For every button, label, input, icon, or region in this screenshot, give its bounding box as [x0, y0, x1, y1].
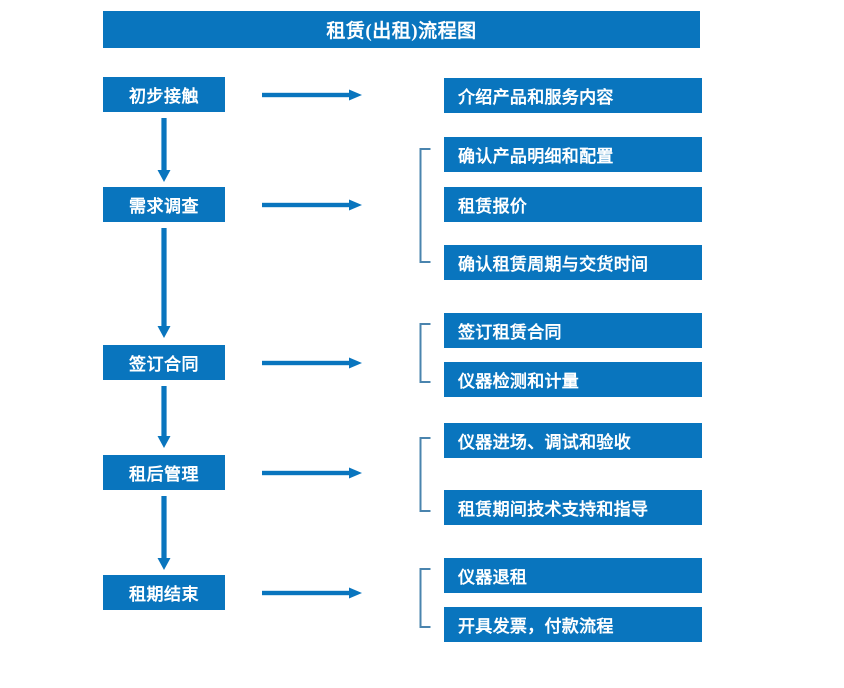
arrow-right-icon [262, 355, 362, 371]
arrow-down-icon [155, 496, 173, 570]
stage-label: 租后管理 [129, 465, 199, 484]
detail-confirm-product-spec[interactable]: 确认产品明细和配置 [444, 137, 702, 172]
stage-demand-survey[interactable]: 需求调查 [103, 187, 225, 222]
detail-instrument-test-measure[interactable]: 仪器检测和计量 [444, 362, 702, 397]
stage-initial-contact[interactable]: 初步接触 [103, 77, 225, 112]
group-bracket [419, 568, 431, 628]
arrow-down-icon [155, 228, 173, 338]
detail-label: 介绍产品和服务内容 [458, 88, 614, 107]
stage-post-rental-management[interactable]: 租后管理 [103, 455, 225, 490]
detail-instrument-entry-debug-accept[interactable]: 仪器进场、调试和验收 [444, 423, 702, 458]
arrow-down-icon [155, 386, 173, 448]
detail-instrument-return[interactable]: 仪器退租 [444, 558, 702, 593]
group-bracket [419, 148, 431, 263]
stage-sign-contract[interactable]: 签订合同 [103, 345, 225, 380]
detail-sign-rental-contract[interactable]: 签订租赁合同 [444, 313, 702, 348]
stage-label: 租期结束 [129, 585, 199, 604]
arrow-right-icon [262, 465, 362, 481]
detail-label: 仪器进场、调试和验收 [458, 433, 631, 452]
detail-label: 租赁报价 [458, 197, 528, 216]
stage-label: 初步接触 [129, 87, 199, 106]
detail-invoice-payment[interactable]: 开具发票，付款流程 [444, 607, 702, 642]
detail-label: 确认租赁周期与交货时间 [458, 255, 649, 274]
group-bracket [419, 437, 431, 512]
arrow-right-icon [262, 197, 362, 213]
arrow-down-icon [155, 118, 173, 182]
detail-label: 仪器检测和计量 [458, 372, 580, 391]
detail-confirm-period-delivery[interactable]: 确认租赁周期与交货时间 [444, 245, 702, 280]
detail-label: 确认产品明细和配置 [458, 147, 614, 166]
arrow-right-icon [262, 585, 362, 601]
flowchart-title-bar: 租赁(出租)流程图 [103, 11, 700, 48]
detail-label: 签订租赁合同 [458, 323, 562, 342]
group-bracket [419, 323, 431, 383]
detail-label: 仪器退租 [458, 568, 528, 587]
detail-tech-support-guidance[interactable]: 租赁期间技术支持和指导 [444, 490, 702, 525]
arrow-right-icon [262, 87, 362, 103]
detail-label: 租赁期间技术支持和指导 [458, 500, 649, 519]
detail-rental-quote[interactable]: 租赁报价 [444, 187, 702, 222]
stage-rental-end[interactable]: 租期结束 [103, 575, 225, 610]
page-title: 租赁(出租)流程图 [326, 21, 477, 42]
detail-introduce-products[interactable]: 介绍产品和服务内容 [444, 78, 702, 113]
detail-label: 开具发票，付款流程 [458, 617, 614, 636]
stage-label: 签订合同 [129, 355, 199, 374]
stage-label: 需求调查 [129, 197, 199, 216]
